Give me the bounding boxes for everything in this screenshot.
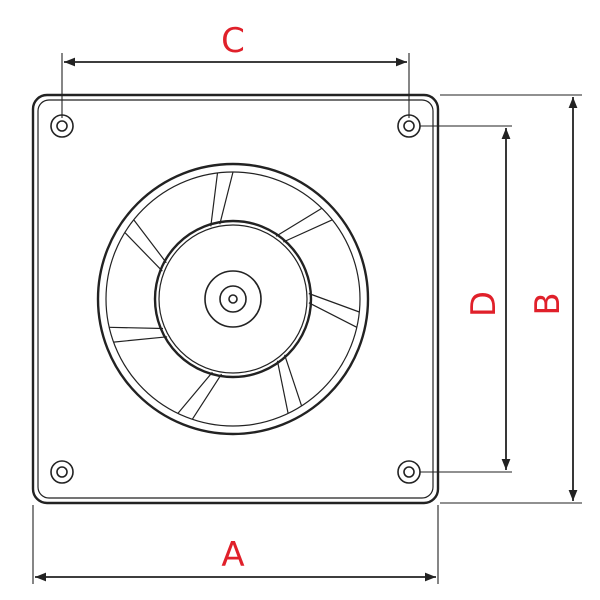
dimension-d-label: D — [464, 291, 504, 317]
dimension-c: C — [61, 21, 410, 118]
mounting-hole-top-right — [397, 114, 421, 138]
impeller-blade — [124, 219, 167, 272]
shaft-ring — [219, 285, 247, 313]
hub-cap — [204, 270, 262, 328]
dimension-c-label: C — [221, 21, 245, 61]
dimension-d: D — [420, 125, 512, 473]
dimension-a-label: A — [221, 535, 244, 575]
impeller-blade — [210, 171, 234, 227]
panel-inner-edge — [37, 99, 434, 499]
motor-hub — [153, 219, 313, 379]
front-panel — [31, 93, 440, 505]
dimension-a: A — [32, 505, 439, 584]
impeller-blade — [109, 326, 168, 343]
impeller-blade — [275, 207, 333, 243]
impeller-blades — [109, 171, 360, 420]
shaft — [228, 294, 238, 304]
impeller-blade — [308, 292, 360, 328]
panel-outer-edge — [31, 93, 440, 505]
mounting-hole-bottom-right — [397, 460, 421, 484]
impeller-blade — [177, 371, 223, 420]
dimension-b-label: B — [528, 292, 568, 315]
mounting-hole-bottom-left — [50, 460, 74, 484]
fan-inner-ring — [105, 171, 361, 427]
mounting-hole-top-left — [50, 114, 74, 138]
fan-outer-ring — [96, 162, 370, 436]
fan-impeller — [96, 162, 370, 436]
impeller-blade — [276, 354, 303, 414]
dimension-b: B — [440, 94, 582, 504]
